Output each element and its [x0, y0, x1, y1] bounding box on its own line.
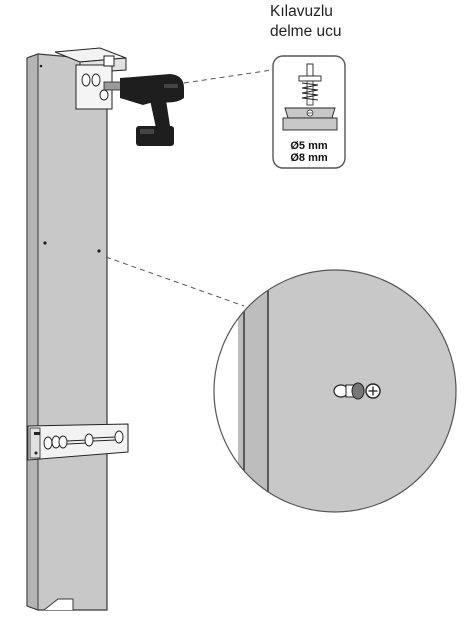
- drill-icon: [103, 74, 184, 146]
- zoom-detail-circle: [213, 269, 457, 513]
- drill-bit-icon: [282, 63, 338, 131]
- callout-title-line2: delme ucu: [270, 23, 342, 40]
- drilling-jig-bottom: [27, 423, 129, 461]
- bit-spec-8mm: Ø8 mm: [290, 152, 328, 164]
- callout-title-line1: Kılavuzlu: [270, 3, 333, 20]
- drill-bit-callout: [272, 55, 346, 169]
- panel-hole: [97, 249, 101, 253]
- leader-line-zoom: [105, 256, 245, 307]
- wood-panel: [26, 53, 108, 611]
- bit-spec-5mm: Ø5 mm: [290, 140, 328, 152]
- drilling-jig-top: [54, 47, 127, 110]
- panel-hole: [39, 64, 43, 68]
- panel-hole: [43, 241, 47, 245]
- callout-title: Kılavuzlu delme ucu: [270, 2, 342, 42]
- leader-line-top: [183, 69, 273, 84]
- cam-lock-icon: [333, 382, 381, 400]
